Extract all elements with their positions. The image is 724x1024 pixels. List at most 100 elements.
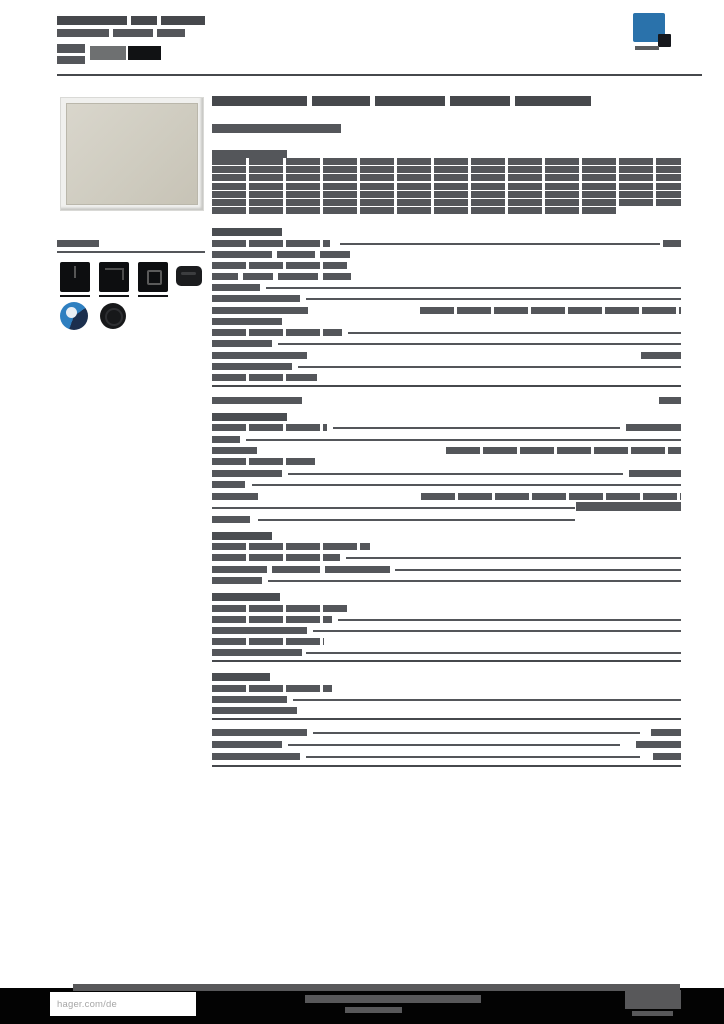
hager-wordmark bbox=[635, 46, 659, 50]
main-text-bar bbox=[450, 96, 510, 106]
table-rule bbox=[340, 243, 660, 245]
table-text-bar bbox=[212, 374, 317, 381]
table-rule bbox=[298, 366, 681, 368]
sidebar-text-bar bbox=[57, 240, 99, 247]
table-rule bbox=[313, 732, 640, 734]
table-text-bar bbox=[212, 532, 272, 540]
hager-logo-dark-corner bbox=[658, 34, 671, 47]
certification-icon-ring bbox=[105, 308, 123, 326]
table-text-bar bbox=[212, 616, 332, 623]
certification-icon bbox=[100, 303, 126, 329]
table-text-bar bbox=[212, 673, 270, 681]
feature-icon-2 bbox=[99, 262, 129, 292]
sidebar-rule bbox=[138, 295, 168, 297]
table-text-bar bbox=[636, 741, 681, 748]
header-text-bar bbox=[113, 29, 153, 37]
table-text-bar bbox=[212, 707, 297, 714]
table-text-bar bbox=[323, 273, 351, 280]
table-text-bar bbox=[212, 363, 292, 370]
header-text-bar bbox=[90, 46, 126, 60]
main-text-bar bbox=[212, 158, 681, 165]
table-text-bar bbox=[212, 470, 282, 477]
main-text-bar bbox=[212, 191, 681, 198]
table-text-bar bbox=[212, 543, 370, 550]
table-text-bar bbox=[278, 273, 318, 280]
table-text-bar bbox=[212, 413, 287, 421]
table-text-bar bbox=[212, 638, 324, 645]
main-text-bar bbox=[212, 124, 341, 133]
table-text-bar bbox=[212, 605, 347, 612]
footer-website-link[interactable]: hager.com/de bbox=[57, 998, 117, 1010]
table-text-bar bbox=[212, 516, 250, 523]
table-text-bar bbox=[212, 627, 307, 634]
table-text-bar bbox=[420, 307, 681, 314]
table-rule bbox=[266, 287, 681, 289]
header-text-bar bbox=[131, 16, 157, 25]
table-text-bar bbox=[212, 240, 330, 247]
table-text-bar bbox=[277, 251, 315, 258]
table-rule bbox=[288, 473, 623, 475]
table-rule bbox=[252, 484, 681, 486]
hager-logo bbox=[633, 13, 679, 51]
table-rule bbox=[333, 427, 620, 429]
table-rule bbox=[278, 343, 681, 345]
table-text-bar bbox=[212, 436, 240, 443]
header-text-bar bbox=[128, 46, 161, 60]
table-rule bbox=[346, 557, 681, 559]
table-text-bar bbox=[212, 554, 340, 561]
table-rule bbox=[306, 652, 681, 654]
table-text-bar bbox=[212, 685, 332, 692]
table-text-bar bbox=[446, 447, 681, 454]
table-text-bar bbox=[243, 273, 273, 280]
table-rule bbox=[348, 332, 681, 334]
table-text-bar bbox=[272, 566, 320, 573]
table-text-bar bbox=[212, 741, 282, 748]
table-rule bbox=[288, 744, 620, 746]
table-text-bar bbox=[212, 493, 258, 500]
table-rule bbox=[313, 630, 681, 632]
feature-icon-4 bbox=[176, 266, 202, 286]
header-text-bar bbox=[57, 44, 85, 53]
table-text-bar bbox=[641, 352, 681, 359]
table-rule bbox=[212, 765, 681, 767]
main-text-bar bbox=[212, 174, 681, 181]
table-text-bar bbox=[212, 696, 287, 703]
table-text-bar bbox=[212, 340, 272, 347]
main-text-bar bbox=[515, 96, 591, 106]
table-text-bar bbox=[212, 273, 238, 280]
table-rule bbox=[212, 660, 681, 662]
feature-icon-1 bbox=[60, 262, 90, 292]
table-text-bar bbox=[212, 329, 342, 336]
table-text-bar bbox=[212, 318, 282, 325]
sidebar-rule bbox=[99, 295, 129, 297]
main-text-bar bbox=[212, 166, 681, 173]
table-text-bar bbox=[212, 251, 272, 258]
table-text-bar bbox=[212, 458, 315, 465]
table-text-bar bbox=[651, 729, 681, 736]
table-text-bar bbox=[212, 262, 347, 269]
feature-icon-3 bbox=[138, 262, 168, 292]
header-text-bar bbox=[161, 16, 205, 25]
table-text-bar bbox=[212, 352, 307, 359]
table-rule bbox=[258, 519, 575, 521]
table-text-bar bbox=[212, 753, 300, 760]
product-image bbox=[60, 97, 204, 211]
table-text-bar bbox=[576, 502, 681, 511]
table-rule bbox=[306, 298, 681, 300]
header-text-bar bbox=[57, 29, 109, 37]
table-rule bbox=[212, 385, 681, 387]
table-text-bar bbox=[325, 566, 390, 573]
table-text-bar bbox=[212, 424, 327, 431]
header-rule bbox=[57, 74, 702, 76]
brand-app-icon-detail bbox=[66, 307, 77, 318]
table-text-bar bbox=[421, 493, 681, 500]
main-text-bar bbox=[212, 199, 681, 206]
header-text-bar bbox=[57, 16, 127, 25]
sidebar-rule bbox=[57, 251, 205, 253]
table-text-bar bbox=[212, 649, 302, 656]
main-text-bar bbox=[212, 96, 307, 106]
table-text-bar bbox=[212, 566, 267, 573]
table-text-bar bbox=[212, 447, 257, 454]
table-rule bbox=[212, 507, 575, 509]
table-text-bar bbox=[212, 284, 260, 291]
